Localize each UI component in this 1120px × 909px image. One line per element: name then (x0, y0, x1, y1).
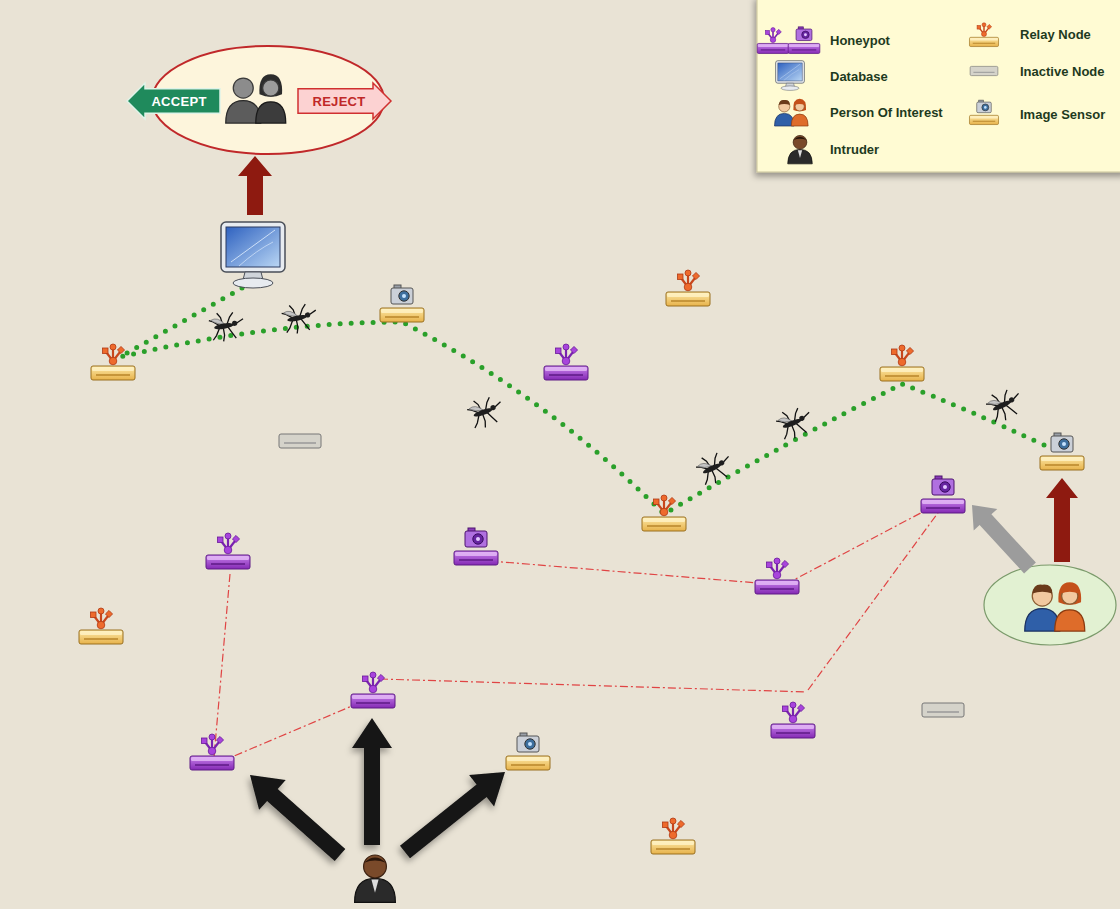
image-sensor (506, 733, 550, 770)
decision-ellipse (152, 46, 384, 154)
honeypot-camera (921, 476, 965, 513)
legend-label: Image Sensor (1020, 107, 1105, 122)
relay-node (91, 344, 135, 380)
legend-label: Intruder (830, 142, 879, 157)
intruder (355, 855, 396, 902)
legend-label: Person Of Interest (830, 105, 943, 120)
person-of-interest (1025, 582, 1085, 631)
legend-entry: Database (830, 67, 888, 85)
relay-node (651, 818, 695, 854)
up-arrow (1046, 478, 1078, 562)
inactive-node (922, 703, 964, 717)
legend-entry: Inactive Node (1020, 62, 1105, 80)
legend-panel (757, 0, 1120, 172)
honeypot (771, 702, 815, 738)
relay-node (79, 608, 123, 644)
ant-agent (465, 392, 507, 431)
legend-label: Honeypot (830, 33, 890, 48)
reject-arrow: REJECT (298, 83, 391, 119)
database-monitor (221, 222, 285, 288)
grey-arrow (972, 505, 1036, 573)
legend-database-icon (776, 61, 805, 91)
legend-relay-icon (969, 23, 998, 47)
legend-entry: Relay Node (1020, 25, 1091, 43)
legend-label: Inactive Node (1020, 64, 1105, 79)
legend-person-icon (775, 99, 809, 126)
relay-node (880, 345, 924, 381)
legend-label: Database (830, 69, 888, 84)
legend-entry: Person Of Interest (830, 103, 943, 121)
attack-arrows (250, 718, 505, 861)
person-of-interest-ellipse (984, 565, 1116, 645)
person-pair-grey (226, 74, 286, 123)
accept-arrow: ACCEPT (127, 83, 220, 119)
inactive-node (279, 434, 321, 448)
ant-agent (280, 300, 319, 335)
honeypot (544, 344, 588, 380)
legend-entry: Intruder (830, 140, 879, 158)
ant-agent (983, 384, 1026, 425)
ant-agent (774, 403, 816, 443)
arrow-outline (298, 83, 391, 119)
legend-entry: Image Sensor (1020, 105, 1105, 123)
image-sensor (380, 285, 424, 322)
arrow-outline (127, 83, 220, 119)
relay-node (642, 495, 686, 531)
legend-inactive-icon (970, 66, 998, 75)
arrow-label: REJECT (312, 94, 365, 109)
honeypot (351, 672, 395, 708)
legend-label: Relay Node (1020, 27, 1091, 42)
intrusion-links (214, 506, 940, 762)
legend-intruder-icon (788, 135, 812, 163)
arrow-label: ACCEPT (151, 94, 206, 109)
legend-honeypot-icon (757, 28, 789, 54)
legend-honeypot-camera-icon (788, 27, 820, 54)
honeypot (755, 558, 799, 594)
honeypot (190, 734, 234, 770)
dotted-route (120, 288, 1046, 514)
ant-agent (208, 309, 247, 343)
relay-node (666, 270, 710, 306)
legend-camera-icon (969, 100, 998, 124)
legend-entry: Honeypot (830, 31, 890, 49)
image-sensor (1040, 433, 1084, 470)
ant-agent (693, 447, 736, 488)
honeypot (206, 533, 250, 569)
up-arrow (238, 156, 272, 215)
honeypot-camera (454, 528, 498, 565)
